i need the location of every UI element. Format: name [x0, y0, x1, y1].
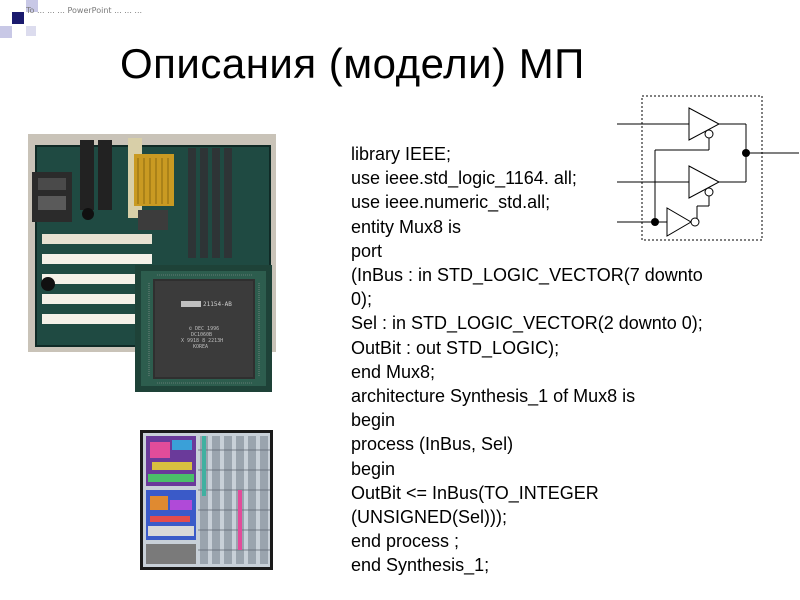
decor-square-dark — [12, 12, 24, 24]
code-line: end Synthesis_1; — [351, 555, 490, 576]
chip-marking-line: © DEC 1996 — [189, 326, 219, 332]
chip-marking-line: 21154-AB — [203, 301, 232, 308]
decor-square-light — [26, 26, 36, 36]
code-line: OutBit <= InBus(TO_INTEGER — [351, 482, 599, 503]
decor-square-light — [26, 0, 38, 12]
code-line: architecture Synthesis_1 of Mux8 is — [351, 386, 636, 407]
slide-title: Описания (модели) МП — [120, 40, 585, 87]
tristate-mux-schematic — [617, 95, 799, 241]
code-line: library IEEE; — [351, 144, 452, 164]
code-line: process (InBus, Sel) — [351, 434, 514, 455]
code-line: Sel : in STD_LOGIC_VECTOR(2 downto 0); — [351, 313, 703, 334]
chip-layout-image — [140, 430, 273, 570]
chip-marking-line: DC1060B — [191, 332, 212, 338]
code-line: entity Mux8 is — [351, 216, 462, 237]
slide-banner: To ... ... ... PowerPoint ... ... ... — [26, 6, 143, 15]
processor-chip-photo: 21154-AB © DEC 1996 DC1060B X 9918 8 221… — [135, 265, 272, 392]
chip-marking-line: KOREA — [193, 344, 208, 350]
code-line: (UNSIGNED(Sel))); — [351, 507, 507, 528]
chip-marking-line: X 9918 8 2213H — [181, 338, 223, 344]
code-line: (InBus : in STD_LOGIC_VECTOR(7 downto — [351, 265, 703, 286]
code-line: end Mux8; — [351, 361, 436, 382]
code-line: begin — [351, 458, 396, 479]
code-line: use ieee.std_logic_1164. all; — [351, 168, 577, 189]
code-line: 0); — [351, 289, 373, 310]
decor-square-light — [0, 26, 12, 38]
junction-dot — [651, 218, 659, 226]
junction-dot — [742, 149, 750, 157]
code-line: use ieee.numeric_std.all; — [351, 192, 551, 213]
code-line: OutBit : out STD_LOGIC); — [351, 337, 560, 358]
code-line: end process ; — [351, 531, 460, 552]
code-line: begin — [351, 410, 396, 431]
vhdl-code-listing: library IEEE; use ieee.std_logic_1164. a… — [351, 142, 771, 578]
code-line: port — [351, 240, 383, 261]
